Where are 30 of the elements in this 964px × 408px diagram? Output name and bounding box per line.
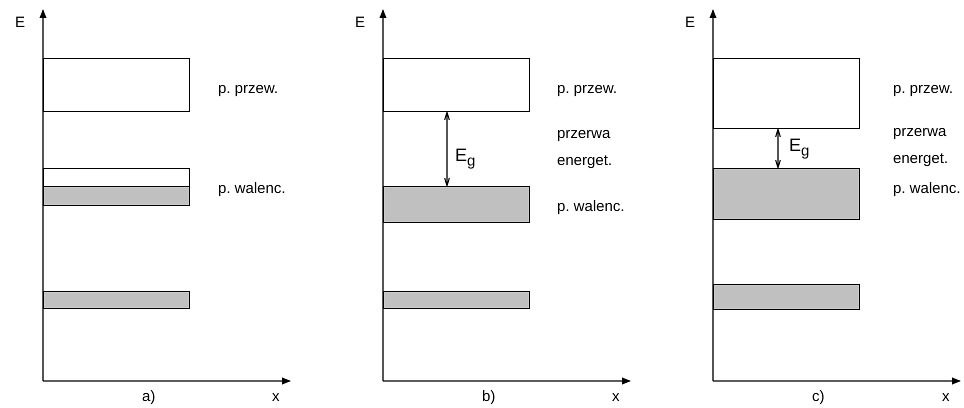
band-label: p. walenc. [557,198,625,216]
energy-band [43,291,190,309]
energy-band [383,291,530,309]
axis-label: E [355,14,366,32]
axis-label: x [272,388,280,406]
double-arrow [444,112,450,186]
band-label: p. walenc. [218,180,286,198]
energy-band [43,58,190,112]
energy-band [713,168,860,220]
band-label: p. przew. [557,80,618,98]
gap-label: przerwa energet. [557,124,614,171]
energy-band [713,284,860,310]
edge-label: E$_{g}$ [455,146,476,171]
energy-band [383,186,530,223]
axis-label: x [612,388,620,406]
energy-band [713,58,860,129]
energy-band [383,58,530,112]
band-label: p. przew. [218,80,278,98]
edge-label: E$_{g}$ [789,136,810,161]
panel-label: b) [482,388,496,406]
axis-label: E [685,14,696,32]
gap-label: przerwa energet. [893,122,950,169]
band-label: p. walenc. [893,180,961,198]
band-label: p. przew. [893,80,954,98]
double-arrow [775,128,781,168]
energy-band [43,168,190,206]
axis-label: E [15,14,26,32]
panel-label: c) [812,388,824,406]
panel-label: a) [142,388,156,406]
axis-label: x [942,388,950,406]
